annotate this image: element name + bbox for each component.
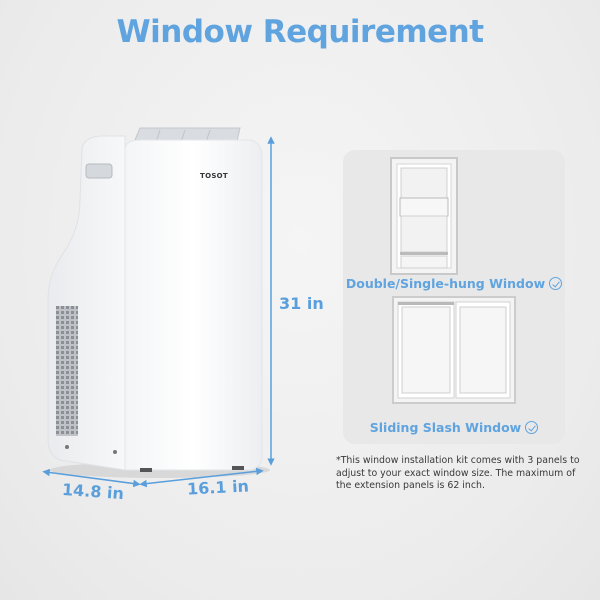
check-circle-icon xyxy=(549,277,563,290)
window-types-card xyxy=(343,150,565,444)
double-hung-window-icon xyxy=(390,157,458,275)
page-title: Window Requirement xyxy=(116,14,484,50)
window-type-label: Double/Single-hung Window xyxy=(345,276,546,291)
height-dimension: 31 in xyxy=(279,294,324,313)
window-illustrations xyxy=(390,157,516,404)
window-type-label: Sliding Slash Window xyxy=(369,420,522,435)
brand-logo: TOSOT xyxy=(200,172,228,180)
side-grille xyxy=(56,306,78,436)
handle xyxy=(85,163,113,179)
sliding-window-icon xyxy=(392,296,516,404)
window-type-double-hung: Double/Single-hung Window xyxy=(343,276,565,291)
window-type-sliding: Sliding Slash Window xyxy=(343,420,565,435)
width-dimension: 16.1 in xyxy=(186,476,250,499)
installation-kit-note: *This window installation kit comes with… xyxy=(336,455,580,491)
check-circle-icon xyxy=(525,421,539,434)
